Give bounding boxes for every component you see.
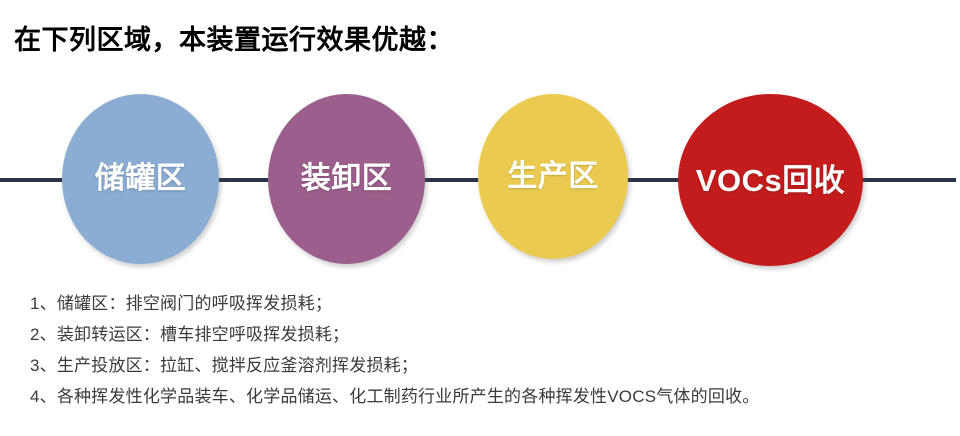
flow-node-storage-tank-area[interactable]: 储罐区 <box>62 94 219 264</box>
notes-list: 1、储罐区：排空阀门的呼吸挥发损耗； 2、装卸转运区：槽车排空呼吸挥发损耗； 3… <box>30 288 945 412</box>
list-item: 4、各种挥发性化学品装车、化学品储运、化工制药行业所产生的各种挥发性VOCS气体… <box>30 387 760 406</box>
flow-node-production-area[interactable]: 生产区 <box>478 94 628 259</box>
flow-node-label: 生产区 <box>507 159 599 193</box>
page-title: 在下列区域，本装置运行效果优越： <box>14 25 454 55</box>
flow-node-label: 装卸区 <box>300 162 393 195</box>
flow-node-loading-unloading-area[interactable]: 装卸区 <box>268 94 425 264</box>
list-item: 2、装卸转运区：槽车排空呼吸挥发损耗； <box>30 325 350 344</box>
flow-diagram: 储罐区 装卸区 生产区 VOCs回收 <box>0 82 960 280</box>
list-item: 1、储罐区：排空阀门的呼吸挥发损耗； <box>30 294 333 313</box>
flow-node-label: VOCs回收 <box>695 162 846 198</box>
list-item: 3、生产投放区：拉缸、搅拌反应釜溶剂挥发损耗； <box>30 356 419 375</box>
flow-node-vocs-recovery[interactable]: VOCs回收 <box>678 94 863 266</box>
flow-node-label: 储罐区 <box>94 162 187 195</box>
